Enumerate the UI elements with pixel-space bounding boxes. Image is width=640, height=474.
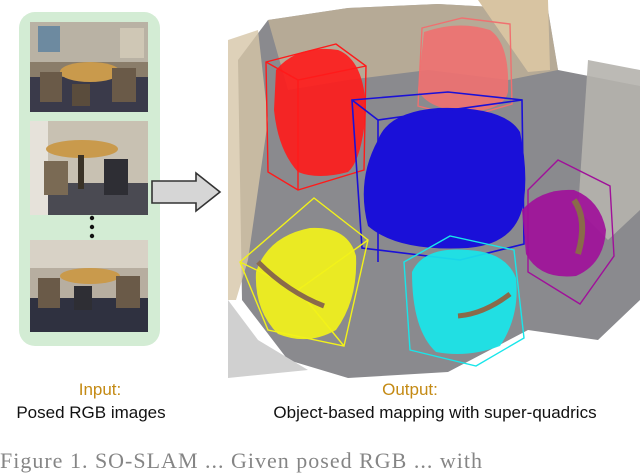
salmon-chair (417, 17, 513, 119)
output-scene (228, 0, 640, 378)
input-image-3 (30, 240, 148, 332)
input-title: Input: (78, 380, 122, 399)
figure-caption-cut: Figure 1. SO-SLAM ... Given posed RGB ..… (0, 448, 483, 473)
input-image-1 (30, 22, 148, 112)
output-title: Output: (382, 380, 438, 399)
purple-chair (522, 159, 615, 305)
input-description: Posed RGB images (16, 403, 166, 422)
yellow-chair (239, 197, 369, 347)
cyan-chair (403, 235, 525, 367)
ellipsis-icon (89, 214, 95, 240)
table (351, 91, 526, 262)
right-arrow-icon (150, 171, 222, 218)
input-image-2 (30, 121, 148, 215)
output-description: Object-based mapping with super-quadrics (273, 403, 597, 422)
red-chair (265, 43, 367, 191)
